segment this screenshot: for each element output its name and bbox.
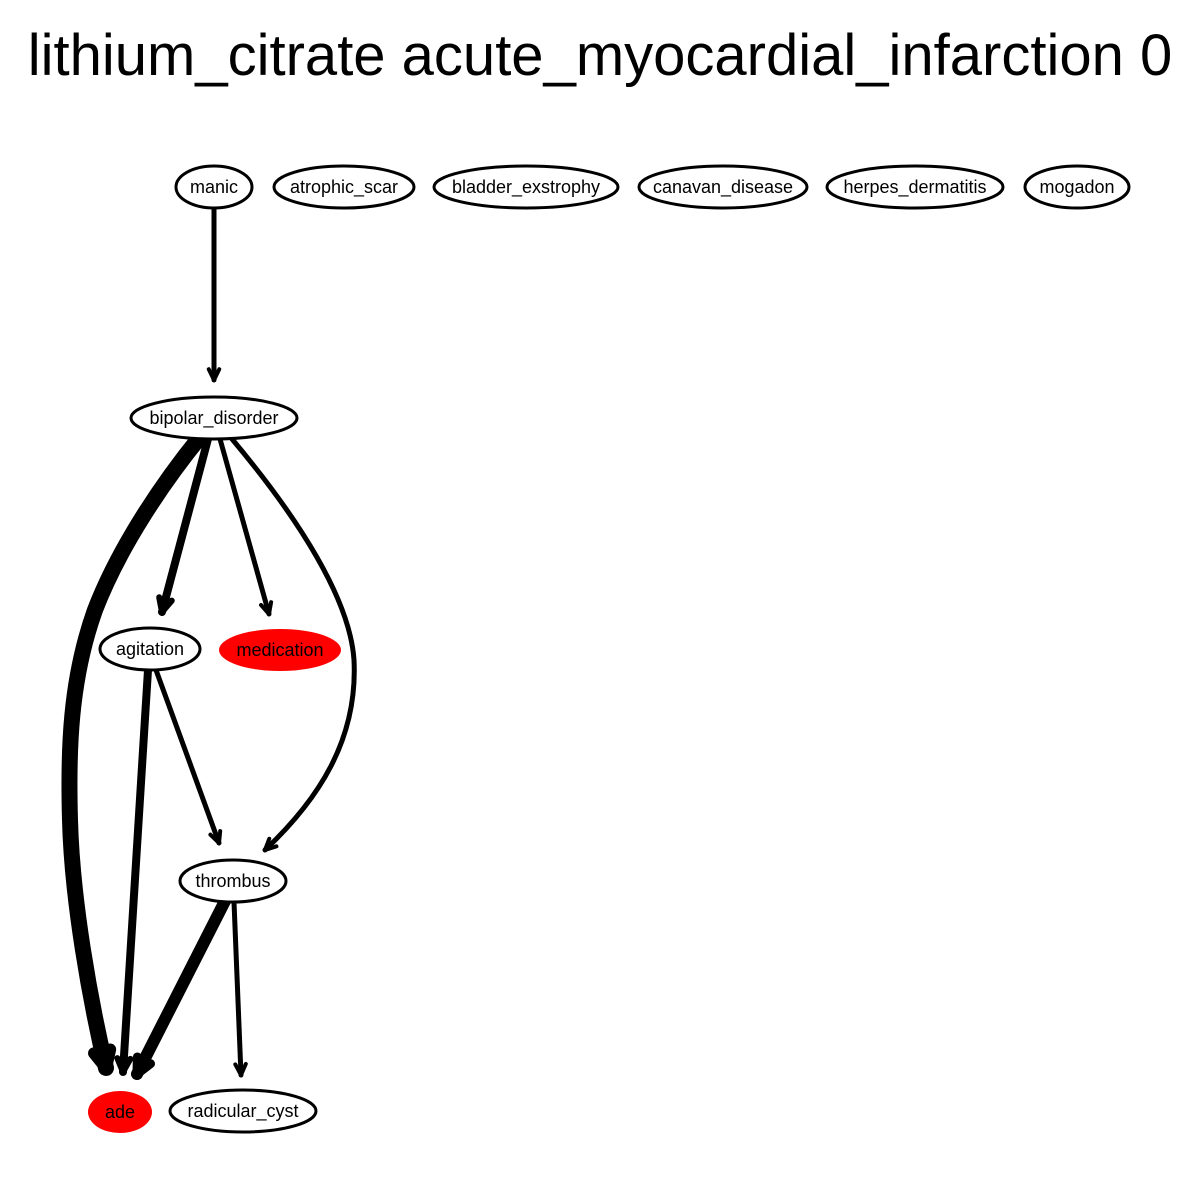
node-label: manic [190, 177, 238, 197]
edge-arrowhead [156, 594, 175, 615]
node-label: herpes_dermatitis [843, 177, 986, 198]
edge-agitation-to-thrombus [153, 667, 223, 846]
edge-line [229, 436, 357, 853]
node-label: radicular_cyst [187, 1101, 298, 1122]
node-label: thrombus [195, 871, 270, 891]
node-agitation: agitation [98, 626, 202, 672]
edge-thrombus-to-ade [131, 895, 231, 1080]
node-ellipse [178, 858, 288, 904]
node-canavan-disease: canavan_disease [637, 164, 809, 210]
edge-bipolar_disorder-to-medication [217, 436, 274, 617]
node-ellipse [637, 164, 809, 210]
graph-title: lithium_citrate acute_myocardial_infarct… [27, 23, 1173, 88]
node-radicular-cyst: radicular_cyst [168, 1088, 318, 1134]
node-ellipse [1023, 164, 1131, 210]
edge-arrowhead [206, 367, 222, 382]
node-ellipse [825, 164, 1005, 210]
edge-bipolar_disorder-to-thrombus [229, 436, 357, 853]
node-mogadon: mogadon [1023, 164, 1131, 210]
node-ellipse [432, 164, 620, 210]
edge-manic-to-bipolar_disorder [206, 205, 222, 383]
node-medication: medication [219, 629, 341, 671]
edge-line [217, 436, 272, 617]
edge-line [158, 435, 212, 616]
node-bipolar-disorder: bipolar_disorder [129, 395, 299, 441]
node-ellipse [174, 164, 254, 210]
edge-line [231, 899, 244, 1078]
node-herpes-dermatitis: herpes_dermatitis [825, 164, 1005, 210]
node-bladder-exstrophy: bladder_exstrophy [432, 164, 620, 210]
node-atrophic-scar: atrophic_scar [272, 164, 416, 210]
edge-arrowhead [263, 836, 279, 852]
node-ellipse [168, 1088, 318, 1134]
edge-bipolar_disorder-to-agitation [156, 435, 212, 616]
edge-line [131, 895, 231, 1080]
edge-bipolar_disorder-to-ade [61, 429, 208, 1076]
edge-arrowhead [233, 1061, 248, 1077]
node-ellipse [98, 626, 202, 672]
edge-arrowhead [208, 829, 223, 845]
node-label: bladder_exstrophy [452, 177, 600, 198]
node-label: medication [236, 640, 323, 660]
edge-arrowhead [132, 1052, 156, 1079]
node-ellipse [272, 164, 416, 210]
node-manic: manic [174, 164, 254, 210]
node-label: agitation [116, 639, 184, 659]
edge-arrowhead [114, 1055, 134, 1075]
edge-line [61, 429, 208, 1076]
node-label: bipolar_disorder [149, 408, 278, 429]
node-label: ade [105, 1102, 135, 1122]
edges-layer [61, 205, 357, 1080]
node-label: canavan_disease [653, 177, 793, 198]
edge-line [153, 667, 222, 846]
edge-thrombus-to-radicular_cyst [231, 899, 248, 1078]
edge-agitation-to-ade [114, 666, 152, 1076]
node-ade: ade [88, 1091, 152, 1133]
nodes-layer: manic atrophic_scar bladder_exstrophy canav… [88, 164, 1131, 1134]
edge-arrowhead [88, 1043, 117, 1074]
node-thrombus: thrombus [178, 858, 288, 904]
node-label: atrophic_scar [290, 177, 398, 198]
node-ellipse [88, 1091, 152, 1133]
edge-line [119, 666, 152, 1076]
edge-arrowhead [259, 600, 274, 616]
node-label: mogadon [1039, 177, 1114, 197]
node-ellipse [129, 395, 299, 441]
node-ellipse [219, 629, 341, 671]
